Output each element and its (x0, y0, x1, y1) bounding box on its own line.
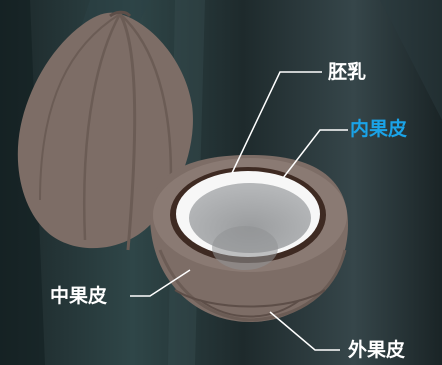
leader-line-mesocarp (130, 269, 191, 297)
label-exocarp: 外果皮 (348, 339, 406, 361)
leader-line-exocarp (269, 311, 340, 351)
leader-line-endocarp (282, 129, 348, 179)
halved-coconut-icon (150, 155, 348, 322)
label-endocarp: 内果皮 (350, 118, 408, 140)
label-mesocarp: 中果皮 (50, 285, 108, 307)
whole-coconut-icon (17, 10, 193, 251)
leader-line-endosperm (231, 71, 322, 174)
leader-lines (130, 71, 348, 351)
label-endosperm: 胚乳 (328, 61, 367, 83)
